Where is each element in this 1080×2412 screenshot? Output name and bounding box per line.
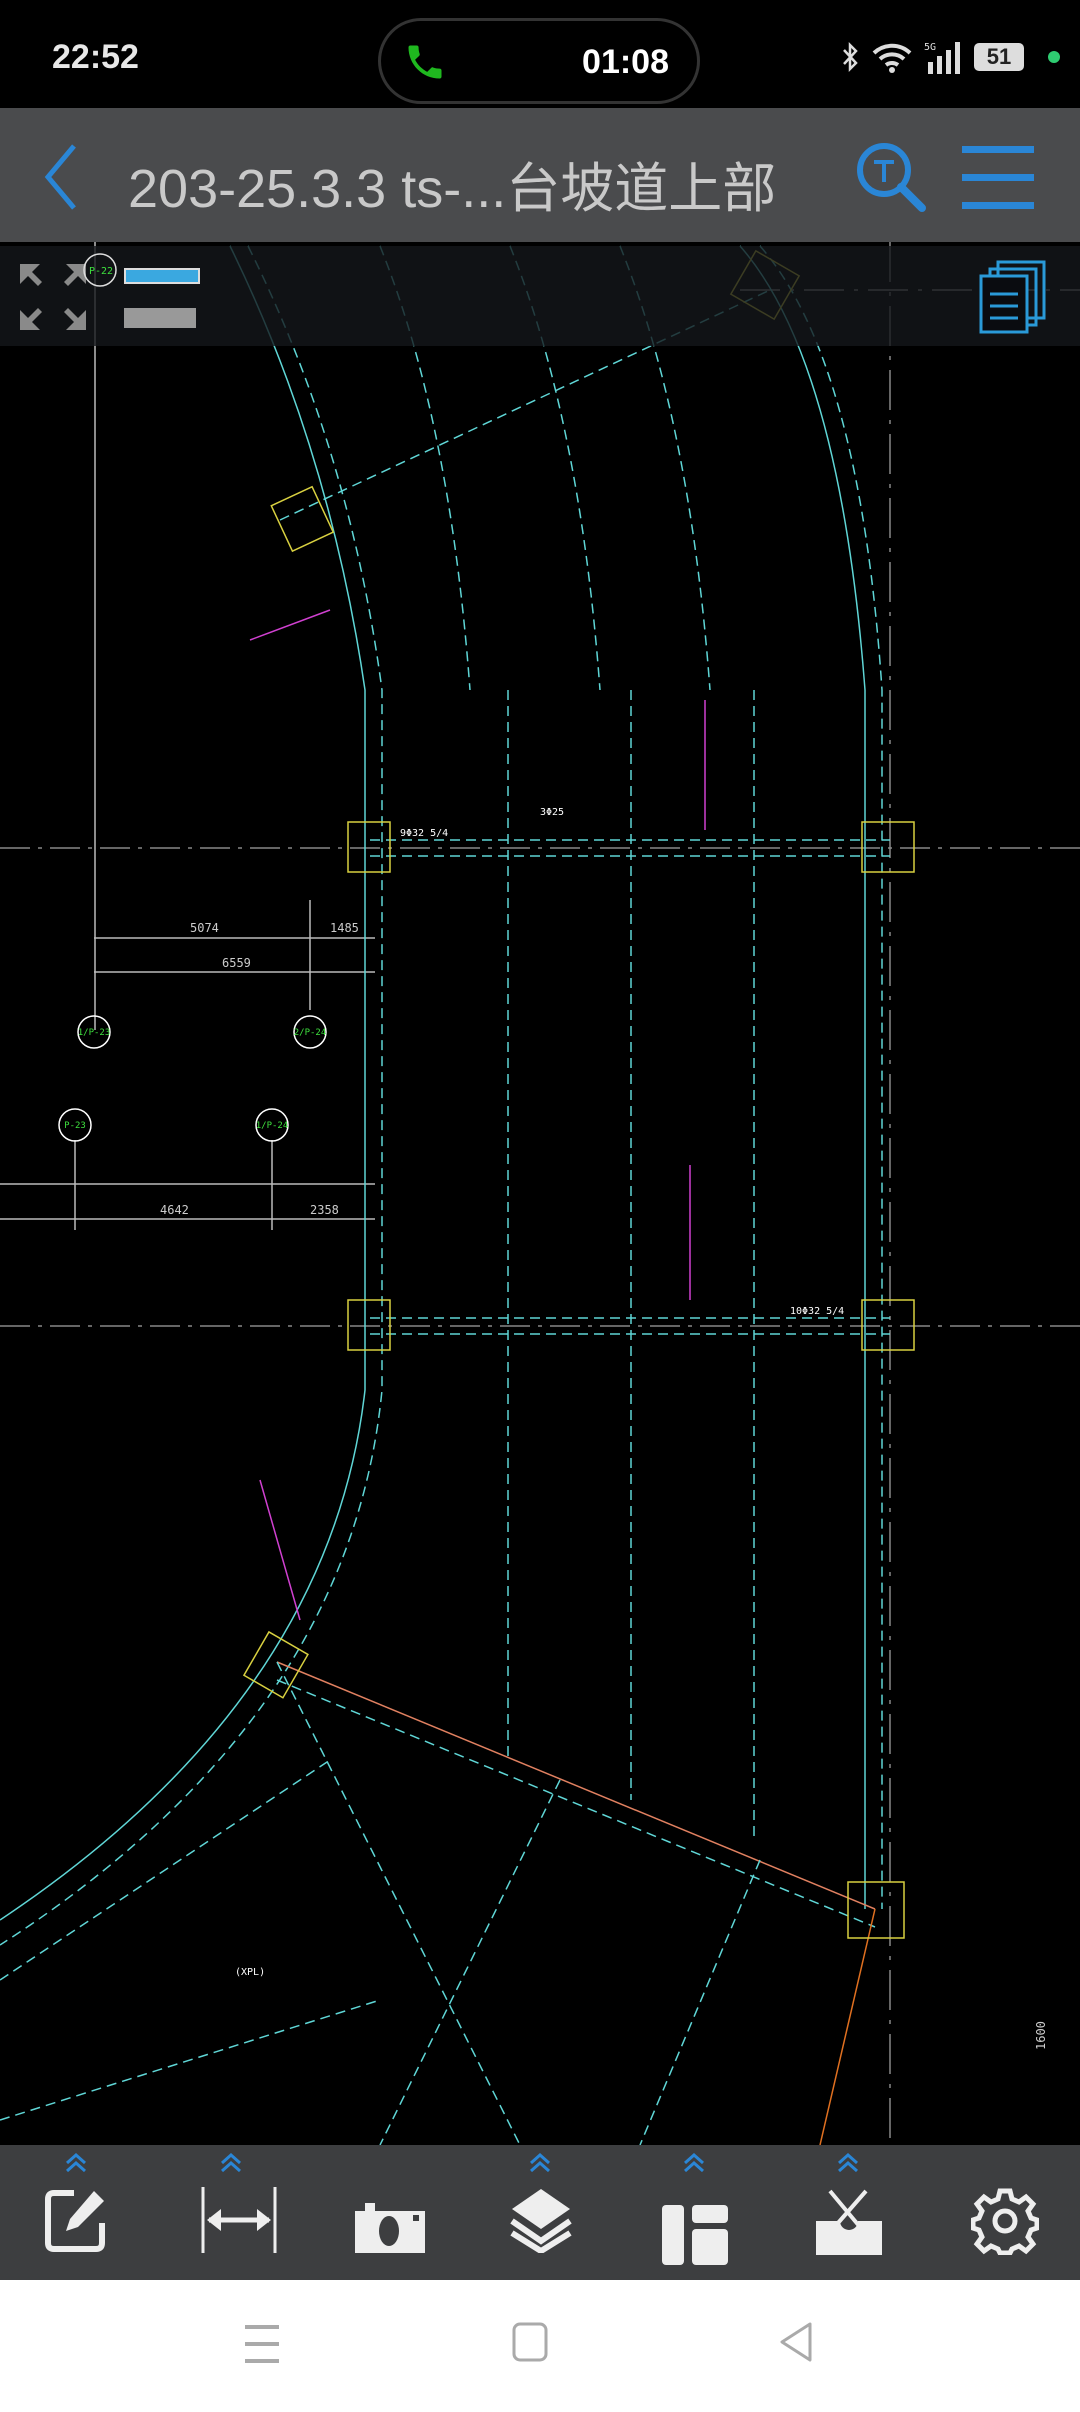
edit-note-icon — [45, 2190, 105, 2252]
layout-panels-icon — [662, 2205, 728, 2265]
phone-icon — [408, 45, 442, 79]
screenshot-button[interactable] — [331, 2145, 441, 2280]
back-icon[interactable] — [778, 2322, 814, 2362]
layout-button[interactable] — [640, 2145, 750, 2280]
measure-button[interactable] — [177, 2145, 287, 2280]
system-navigation-bar — [0, 2280, 1080, 2412]
chevron-up-icon — [221, 2153, 241, 2173]
text-search-icon[interactable] — [852, 138, 932, 218]
grid-bubble-label: 1/P-23 — [78, 1028, 111, 1038]
dimension-label: 2358 — [310, 1203, 339, 1217]
status-time: 22:52 — [52, 38, 139, 76]
home-icon[interactable] — [512, 2322, 548, 2362]
beam-label: 10Φ32 5/4 — [790, 1306, 844, 1317]
grid-bubble-label: 2/P-24 — [294, 1028, 327, 1038]
status-bar: 22:52 01:08 5G 51 — [0, 0, 1080, 108]
layouts-pages-icon[interactable] — [978, 260, 1048, 334]
chevron-up-icon — [838, 2153, 858, 2173]
beam-label: (XPL) — [235, 1967, 265, 1978]
fullscreen-expand-icon[interactable] — [18, 262, 88, 332]
network-type: 5G — [924, 42, 936, 53]
annotate-button[interactable] — [22, 2145, 132, 2280]
chevron-up-icon — [684, 2153, 704, 2173]
bluetooth-icon — [843, 41, 858, 73]
recent-apps-icon[interactable] — [243, 2324, 281, 2364]
grid-bubble-label: P-23 — [64, 1121, 86, 1131]
layers-button[interactable] — [486, 2145, 596, 2280]
gear-icon — [971, 2188, 1039, 2255]
chevron-up-icon — [530, 2153, 550, 2173]
background-color-toggle-gray[interactable] — [124, 308, 196, 328]
dimension-label: 1485 — [330, 921, 359, 935]
dimension-label: 1600 — [1034, 2021, 1048, 2050]
signal-5g-icon: 5G — [924, 42, 960, 74]
layers-icon — [510, 2189, 572, 2253]
toolbox-icon — [816, 2189, 882, 2255]
app-header: 203-25.3.3 ts-...台坡道上部 — [0, 108, 1080, 242]
cad-drawing-canvas[interactable]: 5074 1485 6559 4642 2358 1600 1/P-23 2/P… — [0, 242, 1080, 2145]
privacy-dot — [1048, 51, 1060, 63]
cad-drawing: 5074 1485 6559 4642 2358 1600 1/P-23 2/P… — [0, 242, 1080, 2145]
beam-label: 9Φ32 5/4 — [400, 828, 448, 839]
settings-button[interactable] — [949, 2145, 1059, 2280]
tools-button[interactable] — [794, 2145, 904, 2280]
background-color-toggle-dark[interactable] — [124, 268, 200, 284]
camera-icon — [355, 2203, 425, 2253]
view-controls-overlay — [0, 246, 1080, 346]
bottom-toolbar — [0, 2145, 1080, 2280]
back-chevron-icon[interactable] — [38, 142, 88, 212]
measure-distance-icon — [201, 2187, 277, 2253]
ongoing-call-pill[interactable]: 01:08 — [378, 18, 700, 104]
document-title: 203-25.3.3 ts-...台坡道上部 — [128, 159, 777, 219]
wifi-icon — [872, 43, 912, 73]
chevron-up-icon — [66, 2153, 86, 2173]
menu-icon[interactable] — [960, 146, 1036, 210]
dimension-label: 5074 — [190, 921, 219, 935]
dimension-label: 4642 — [160, 1203, 189, 1217]
battery-indicator: 51 — [974, 43, 1024, 71]
grid-bubble-label: 1/P-24 — [256, 1121, 289, 1131]
call-duration: 01:08 — [582, 43, 669, 81]
dimension-label: 6559 — [222, 956, 251, 970]
beam-label: 3Φ25 — [540, 807, 564, 818]
